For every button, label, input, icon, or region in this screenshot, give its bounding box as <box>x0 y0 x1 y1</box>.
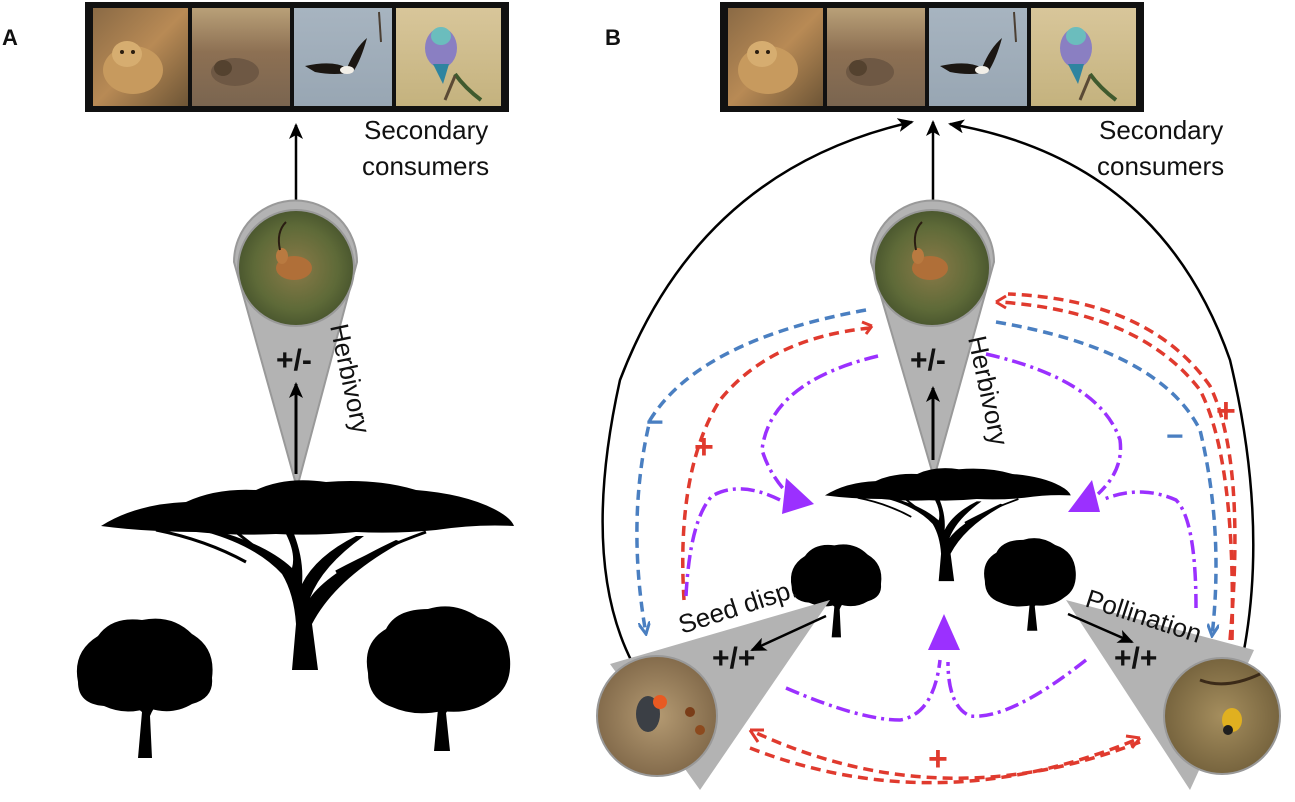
pollinator-bird-photo <box>1163 657 1281 775</box>
secondary-consumers-caption-b: Secondary consumers <box>1097 115 1231 181</box>
secondary-consumers-photo-strip <box>85 2 509 112</box>
purple-arrowhead-right <box>1068 480 1100 512</box>
dense-tree <box>366 606 511 751</box>
herbivore-indirect-effect-left <box>760 354 879 498</box>
pollinator-to-seed-disperser-positive-effect <box>749 728 1141 780</box>
caption-line-2: consumers <box>362 151 489 181</box>
herbivory-sign: +/- <box>276 344 312 377</box>
seed-disperser-to-herbivore-positive-effect <box>681 326 871 601</box>
pollination-arrow <box>1067 612 1134 644</box>
pollinator-to-consumer-arrow <box>948 119 1255 651</box>
seed-disperser-to-pollinator-positive-effect <box>749 736 1141 785</box>
purple-arrowhead-left <box>782 478 814 514</box>
positive-effect-sign-left: + <box>694 428 714 466</box>
dense-tree-b <box>984 538 1076 631</box>
secondary-consumers-photo-strip-b <box>720 2 1144 112</box>
pollinator-to-herbivore-positive-effect <box>999 300 1235 641</box>
bushy-tree <box>76 618 213 758</box>
panel-b-label: B <box>605 25 621 50</box>
negative-effect-sign-right: − <box>1166 420 1184 453</box>
seed-dispersal-arrow <box>750 614 827 652</box>
caption-line-1: Secondary <box>364 115 488 145</box>
panel-b: B Secondary consumers +/- Herbivory +/+ … <box>596 2 1281 790</box>
panel-a-label: A <box>2 25 18 50</box>
herbivory-label: Herbivory <box>324 321 376 436</box>
panel-a: A Secondary consumers +/- Herbivory <box>2 2 516 758</box>
pollination-sign: +/+ <box>1114 642 1157 675</box>
negative-effect-sign-left: − <box>646 406 664 439</box>
herbivore-to-seed-disperser-negative-effect <box>635 308 867 634</box>
purple-arrowhead-bottom <box>928 614 960 650</box>
pollinator-to-herbivore-positive-effect-2 <box>1007 292 1237 641</box>
positive-effect-sign-bottom: + <box>928 740 948 778</box>
seed-dispersal-sign: +/+ <box>712 642 755 675</box>
caption-b-line-1: Secondary <box>1099 115 1223 145</box>
herbivory-sign-b: +/- <box>910 344 946 377</box>
herbivory-label-b: Herbivory <box>962 333 1014 448</box>
positive-effect-sign-right: + <box>1216 392 1236 430</box>
seed-disperser-indirect-effect-bottom <box>785 659 942 722</box>
pollinator-indirect-effect <box>1101 490 1198 609</box>
pollinator-indirect-effect-bottom <box>946 658 1088 718</box>
seed-disperser-indirect-effect <box>684 487 781 597</box>
seed-disperser-to-consumer-arrow <box>601 118 914 663</box>
secondary-consumers-caption: Secondary consumers <box>362 115 496 181</box>
seed-disperser-cone <box>610 600 830 790</box>
herbivore-indirect-effect-right <box>985 352 1123 496</box>
caption-b-line-2: consumers <box>1097 151 1224 181</box>
